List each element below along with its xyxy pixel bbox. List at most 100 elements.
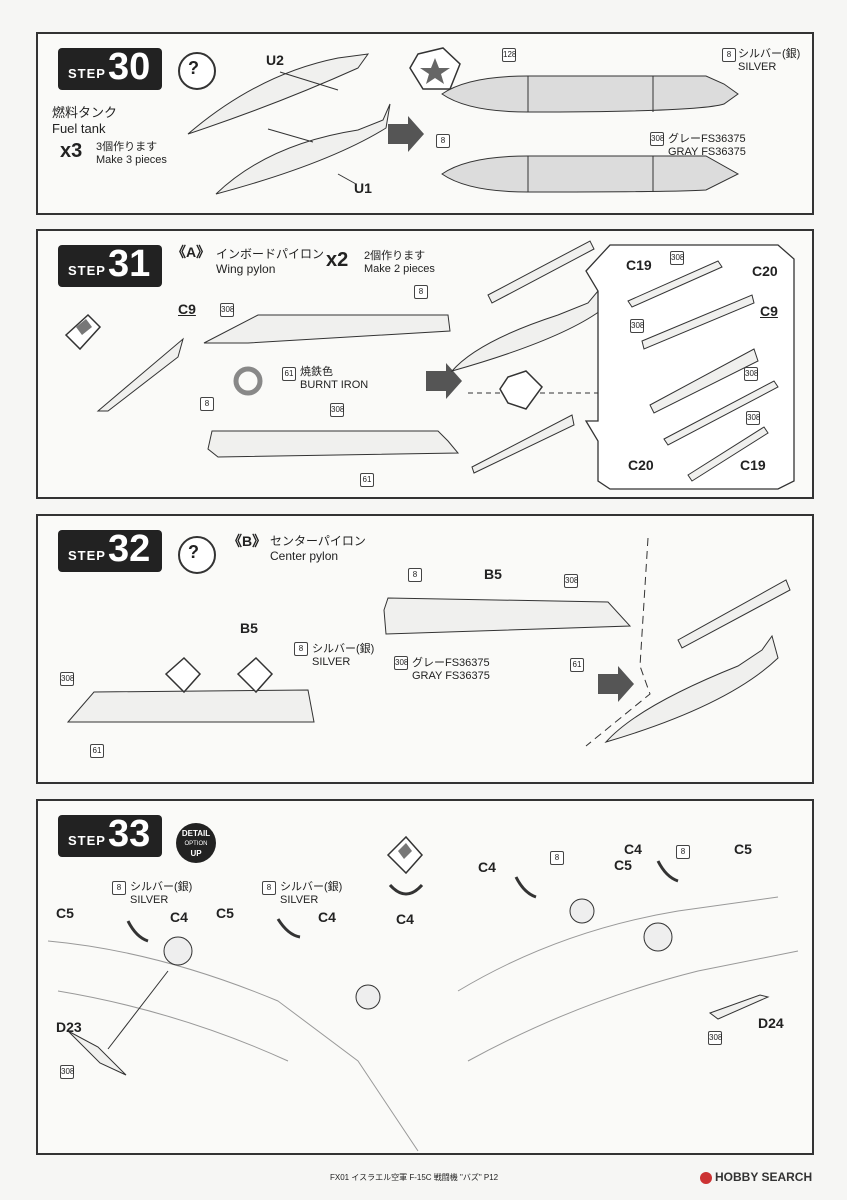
badge-line-2: OPTION xyxy=(184,841,208,847)
paint-callout-308-a: 308 xyxy=(220,303,234,317)
paint-callout-8-c: 8 xyxy=(550,851,564,865)
silver-label-jp-b: シルバー(銀) xyxy=(280,881,343,893)
quantity: x2 xyxy=(326,249,349,271)
part-c19-bottom: C19 xyxy=(740,457,766,473)
step-title-en: Wing pylon xyxy=(216,262,276,276)
gray-label-jp: グレーFS36375 xyxy=(668,133,746,145)
part-c9-left: C9 xyxy=(178,301,196,317)
paint-callout-8-a: 8 xyxy=(408,568,422,582)
step-32-badge: STEP 32 xyxy=(58,528,162,572)
part-c4-e: C4 xyxy=(624,841,642,857)
glue-icon: ? xyxy=(178,536,216,574)
step-title-jp: 燃料タンク xyxy=(52,105,118,120)
part-c4-d: C4 xyxy=(478,859,496,875)
step-31-badge: STEP 31 xyxy=(58,243,162,287)
part-c4-b: C4 xyxy=(318,909,336,925)
part-c5-c: C5 xyxy=(614,857,632,873)
hobby-search-logo-icon xyxy=(700,1171,712,1184)
part-c5-a: C5 xyxy=(56,905,74,921)
silver-label-en-b: SILVER xyxy=(280,894,319,906)
paint-callout-8-a: 8 xyxy=(112,881,126,895)
quantity: x3 xyxy=(60,140,83,162)
step-number: 33 xyxy=(108,813,151,855)
part-c5-b: C5 xyxy=(216,905,234,921)
gray-label-jp: グレーFS36375 xyxy=(412,657,490,669)
step-number: 30 xyxy=(108,46,151,88)
quantity-en: Make 2 pieces xyxy=(364,263,435,275)
fuel-tank-assembly-drawing xyxy=(187,47,740,195)
badge-line-3: UP xyxy=(190,849,202,858)
paint-callout-308-a: 308 xyxy=(60,1065,74,1079)
paint-callout-8-b: 8 xyxy=(200,397,214,411)
paint-callout-308-b: 308 xyxy=(330,403,344,417)
part-c4-c: C4 xyxy=(396,911,414,927)
part-b5-left: B5 xyxy=(240,620,258,636)
part-c4-a: C4 xyxy=(170,909,188,925)
part-d23: D23 xyxy=(56,1019,82,1035)
paint-callout-308-a: 308 xyxy=(564,574,578,588)
silver-label-jp-a: シルバー(銀) xyxy=(130,881,193,893)
hobby-search-watermark: HOBBY SEARCH xyxy=(700,1170,812,1184)
step-label: STEP xyxy=(68,548,106,563)
wing-pylon-drawing xyxy=(64,240,795,490)
paint-callout-61-a: 61 xyxy=(282,367,296,381)
step-30-badge: STEP 30 xyxy=(58,46,162,90)
section-marker: 《A》 xyxy=(172,244,211,260)
part-c20-bottom: C20 xyxy=(628,457,654,473)
step-33-badge: STEP 33 xyxy=(58,813,162,857)
part-u1: U1 xyxy=(354,180,372,196)
paint-callout-308-d: 308 xyxy=(630,319,644,333)
step-title-jp: センターパイロン xyxy=(270,534,366,548)
glue-icon: ? xyxy=(178,52,216,90)
paint-callout-8-bottom: 8 xyxy=(436,134,450,148)
step-label: STEP xyxy=(68,66,106,81)
part-u2: U2 xyxy=(266,52,284,68)
burnt-iron-jp: 焼鉄色 xyxy=(300,366,333,378)
step-30-panel: STEP 30 ? 燃料タンク Fuel tank x3 3個作ります Make… xyxy=(36,32,814,215)
paint-callout-308-f: 308 xyxy=(746,411,760,425)
paint-callout-61-b: 61 xyxy=(360,473,374,487)
quantity-jp: 3個作ります xyxy=(96,141,158,153)
step-title-jp: インボードパイロン xyxy=(216,247,325,261)
silver-label-en-a: SILVER xyxy=(130,894,169,906)
step-title-en: Center pylon xyxy=(270,549,339,563)
silver-label-en: SILVER xyxy=(312,656,351,668)
part-b5-right: B5 xyxy=(484,566,502,582)
landing-gear-bay-drawing xyxy=(47,835,799,1152)
step-32-panel: STEP 32 ? 《B》 センターパイロン Center pylon 8 B5… xyxy=(36,514,814,784)
part-c9-right: C9 xyxy=(760,303,778,319)
detail-up-badge: DETAIL OPTION UP xyxy=(176,823,216,863)
silver-label-jp: シルバー(銀) xyxy=(738,48,801,60)
paint-callout-8-d: 8 xyxy=(676,845,690,859)
paint-callout-308-b: 308 xyxy=(708,1031,722,1045)
section-marker: 《B》 xyxy=(228,533,267,549)
paint-callout-128: 128 xyxy=(502,48,516,62)
part-c19-top: C19 xyxy=(626,257,652,273)
silver-label-en: SILVER xyxy=(738,61,777,73)
step-title-en: Fuel tank xyxy=(52,121,106,136)
part-d24: D24 xyxy=(758,1015,784,1031)
paint-callout-8-a: 8 xyxy=(414,285,428,299)
step-31-panel: STEP 31 《A》 インボードパイロン Wing pylon x2 2個作り… xyxy=(36,229,814,499)
paint-callout-8-b: 8 xyxy=(262,881,276,895)
step-33-panel: STEP 33 DETAIL OPTION UP 8 シルバー(銀) SILVE… xyxy=(36,799,814,1155)
step-label: STEP xyxy=(68,263,106,278)
paint-callout-61-a: 61 xyxy=(570,658,584,672)
paint-callout-308-c: 308 xyxy=(60,672,74,686)
burnt-iron-en: BURNT IRON xyxy=(300,379,369,391)
paint-callout-308: 308 xyxy=(650,132,664,146)
step-number: 31 xyxy=(108,243,151,285)
part-c20-top: C20 xyxy=(752,263,778,279)
watermark-text: HOBBY SEARCH xyxy=(715,1170,813,1184)
quantity-jp: 2個作ります xyxy=(364,250,426,262)
paint-callout-61-b: 61 xyxy=(90,744,104,758)
paint-callout-8-b: 8 xyxy=(294,642,308,656)
quantity-en: Make 3 pieces xyxy=(96,154,167,166)
part-c5-d: C5 xyxy=(734,841,752,857)
center-pylon-drawing xyxy=(66,537,791,747)
step-label: STEP xyxy=(68,833,106,848)
page-footer: FX01 イスラエル空軍 F-15C 戦闘機 "バズ" P12 xyxy=(330,1173,499,1182)
paint-callout-8-top: 8 xyxy=(722,48,736,62)
paint-callout-308-c: 308 xyxy=(670,251,684,265)
gray-label-en: GRAY FS36375 xyxy=(412,670,490,682)
